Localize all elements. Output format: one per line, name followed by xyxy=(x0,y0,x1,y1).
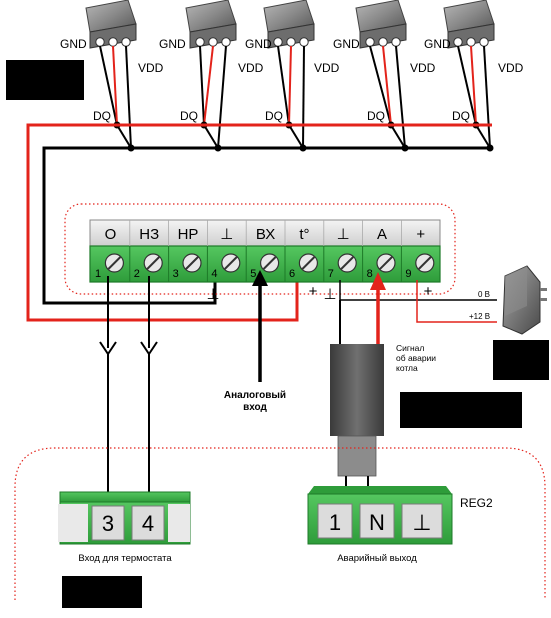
terminal-cell: НЗ 2 xyxy=(129,220,163,282)
terminal-label: + xyxy=(416,226,425,243)
terminal-cell: t° 6 xyxy=(284,220,318,282)
temperature-sensor: GND VDD DQ xyxy=(424,0,524,152)
sensor-vdd-label: VDD xyxy=(138,61,164,75)
mark-under-4: ⊥ xyxy=(206,286,219,303)
boiler-label-box: КОТЁЛ xyxy=(62,576,142,608)
terminal-number: 5 xyxy=(250,268,256,280)
terminal-label: А xyxy=(377,226,387,243)
thermostat-terminal-4: 4 xyxy=(142,511,154,536)
terminal-number: 2 xyxy=(134,268,140,280)
label-0v: 0 В xyxy=(478,290,490,299)
signal-label-line2: об аварии xyxy=(396,353,436,363)
terminal-cell: ВХ 5 xyxy=(245,220,280,282)
sensors-label-box: Датчики внешней температуры xyxy=(6,60,84,100)
wire-12v xyxy=(416,280,497,323)
red-bus-wire xyxy=(26,123,492,322)
signal-label-line1: Сигнал xyxy=(396,343,424,353)
alarm-terminal-ground: ⊥ xyxy=(412,510,431,535)
sensors-label-line3: температуры xyxy=(12,86,78,97)
sensor-vdd-label: VDD xyxy=(410,61,436,75)
sensor-dq-label: DQ xyxy=(180,109,198,123)
terminal-number: 6 xyxy=(289,268,295,280)
terminal-number: 7 xyxy=(328,268,334,280)
boiler-name: КОТЁЛ xyxy=(84,586,119,599)
terminal-number: 8 xyxy=(367,268,373,280)
alarm-terminal-block: 1 N ⊥ Аварийный выход REG2 xyxy=(307,486,493,564)
analog-label-line2: вход xyxy=(243,402,267,413)
terminal-number: 9 xyxy=(405,268,411,280)
terminal-label: НР xyxy=(178,226,199,243)
terminal-label: ⊥ xyxy=(337,226,350,243)
adapter-label-line2: адаптер xyxy=(502,355,540,366)
sensor-gnd-label: GND xyxy=(424,37,451,51)
sensor-gnd-label: GND xyxy=(60,37,87,51)
sensor-gnd-label: GND xyxy=(333,37,360,51)
alarm-terminal-n: N xyxy=(369,510,385,535)
terminal-cell: +9 xyxy=(400,220,435,282)
temperature-sensor: GND VDD DQ xyxy=(333,0,436,152)
terminal-label: НЗ xyxy=(139,226,159,243)
alarm-terminal-1: 1 xyxy=(329,510,341,535)
sensor-dq-label: DQ xyxy=(265,109,283,123)
analog-input: Аналоговый вход xyxy=(224,270,286,413)
terminal-cell: О1 xyxy=(95,226,125,280)
adapter-label-line1: Сетевой xyxy=(501,344,540,355)
terminal-label: t° xyxy=(299,226,309,243)
sensor-vdd-label: VDD xyxy=(314,61,340,75)
black-bus-wire xyxy=(42,146,492,305)
thermostat-caption: Вход для термостата xyxy=(78,553,172,564)
converter-plug xyxy=(337,435,377,477)
converter-label-box xyxy=(400,392,522,428)
adapter-label-box xyxy=(493,340,549,380)
terminal-cell: ⊥7 xyxy=(323,220,357,282)
terminal-number: 3 xyxy=(173,268,179,280)
signal-label-line3: котла xyxy=(396,363,418,373)
terminal-cell: А8 xyxy=(362,220,396,282)
terminal-cell: ⊥4 xyxy=(206,220,241,282)
mark-under-9: + xyxy=(424,283,433,300)
adapter-label-line3: 220/12 в xyxy=(502,366,540,377)
sensor-vdd-label: VDD xyxy=(238,61,264,75)
sensor-vdd-label: VDD xyxy=(498,61,524,75)
mark-under-6: + xyxy=(309,283,318,300)
thermostat-terminal-3: 3 xyxy=(102,511,114,536)
sensor-dq-label: DQ xyxy=(93,109,111,123)
converter-label-line2: 220 / 12 В xyxy=(438,411,484,422)
thermostat-terminal-block: 3 4 Вход для термостата xyxy=(58,491,191,564)
sensor-dq-label: DQ xyxy=(367,109,385,123)
analog-label-line1: Аналоговый xyxy=(224,390,286,401)
temperature-sensor: GND VDD DQ xyxy=(159,0,264,152)
label-12v: +12 В xyxy=(469,312,490,321)
sensor-gnd-label: GND xyxy=(159,37,186,51)
sensor-gnd-label: GND xyxy=(245,37,272,51)
converter: Сигнал об аварии котла Преобразователь 2… xyxy=(330,272,522,494)
temperature-sensors: GND VDD DQ GND VDD DQ GND VDD DQ GND VDD DQ GND VDD DQ xyxy=(60,0,524,152)
power-wires: 0 В +12 В xyxy=(339,280,497,323)
sensor-bus-wires xyxy=(26,123,492,322)
temperature-sensor: GND VDD DQ xyxy=(60,0,164,152)
terminal-label: ВХ xyxy=(256,226,275,243)
terminal-number: 4 xyxy=(211,268,217,280)
reg2-label: REG2 xyxy=(460,496,493,510)
wire-0v xyxy=(339,280,497,301)
terminal-label: О xyxy=(105,226,117,243)
converter-body xyxy=(330,344,384,436)
terminal-label: ⊥ xyxy=(220,226,233,243)
terminal-cell: НР 3 xyxy=(168,220,202,282)
power-adapter: Сетевой адаптер 220/12 в xyxy=(493,265,549,380)
sensor-dq-label: DQ xyxy=(452,109,470,123)
sensors-label-line1: Датчики xyxy=(25,64,66,75)
sensors-label-line2: внешней xyxy=(23,75,67,86)
thermostat-wires xyxy=(99,276,158,492)
temperature-sensor: GND VDD DQ xyxy=(245,0,340,152)
converter-label-line1: Преобразователь xyxy=(417,397,505,409)
alarm-caption: Аварийный выход xyxy=(337,553,417,564)
terminal-number: 1 xyxy=(95,268,101,280)
mark-under-7: ⊥ xyxy=(323,286,336,303)
